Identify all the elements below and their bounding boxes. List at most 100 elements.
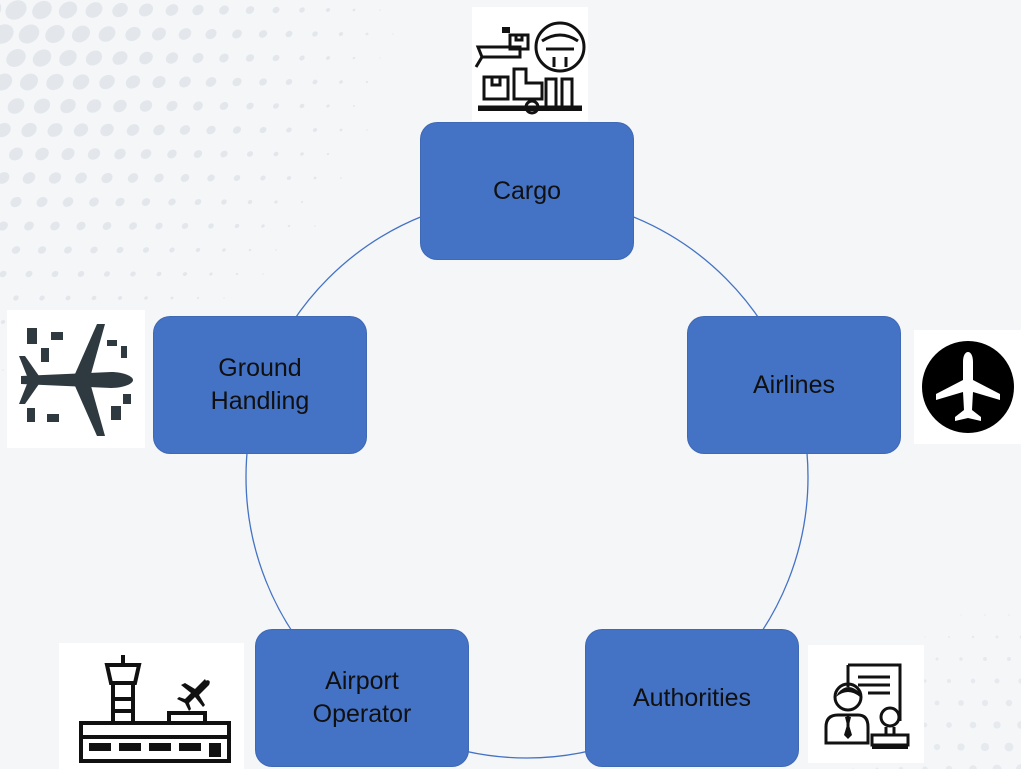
background-dot [223, 297, 225, 299]
background-dot [232, 77, 242, 87]
background-dot [272, 6, 280, 14]
background-dot [21, 122, 37, 138]
background-dot [0, 270, 7, 278]
background-dot [35, 147, 49, 161]
background-dot [220, 150, 228, 158]
background-dot [32, 0, 52, 20]
background-dot [326, 104, 330, 108]
background-dot [195, 247, 201, 253]
node-airport-operator[interactable]: Airport Operator [256, 630, 468, 766]
background-dot [273, 151, 279, 157]
background-dot [116, 246, 124, 254]
background-dot [980, 742, 990, 752]
background-dot [125, 26, 141, 42]
background-dot [99, 74, 115, 90]
background-dot [1018, 678, 1021, 684]
background-dot [0, 221, 8, 231]
background-dot [193, 150, 203, 158]
background-dot [326, 152, 330, 156]
background-dot [366, 129, 368, 131]
background-dot [192, 52, 204, 64]
background-dot [127, 173, 139, 183]
background-dot [970, 678, 976, 684]
background-dot [90, 246, 98, 254]
background-dot [75, 172, 87, 184]
background-dot [169, 247, 175, 253]
background-dot [58, 1, 78, 19]
background-dot [32, 49, 52, 67]
background-dot [165, 4, 179, 16]
aircraft-ground-service-icon [7, 310, 145, 448]
background-dot [993, 721, 1001, 729]
background-dot [10, 196, 22, 208]
background-dot [259, 78, 267, 86]
background-dot [125, 75, 141, 89]
background-dot [196, 296, 200, 300]
background-dot [179, 76, 191, 88]
background-dot [103, 271, 111, 277]
background-dot [0, 122, 11, 138]
background-dot [275, 249, 277, 251]
background-dot [262, 273, 264, 275]
background-dot [59, 49, 77, 67]
background-dot [37, 246, 47, 254]
background-dot [300, 200, 304, 204]
background-dot [221, 199, 227, 205]
background-dot [300, 152, 304, 156]
background-dot [139, 51, 153, 65]
background-dot [205, 28, 217, 40]
node-cargo[interactable]: Cargo [421, 123, 633, 259]
control-tower-terminal-icon [59, 643, 244, 769]
background-dot [1005, 699, 1013, 707]
background-dot [258, 30, 268, 38]
background-dot [139, 100, 153, 112]
background-dot [272, 54, 280, 62]
background-dot [155, 222, 163, 230]
background-dot [222, 248, 226, 252]
background-dot [193, 101, 203, 111]
background-dot [947, 679, 951, 683]
background-dot [245, 6, 255, 14]
background-dot [77, 270, 85, 278]
background-dot [981, 699, 989, 707]
background-dot [325, 8, 331, 12]
background-dot [208, 223, 214, 229]
background-dot [50, 221, 60, 231]
background-dot [379, 9, 381, 11]
background-dot [325, 56, 331, 60]
background-dot [923, 679, 927, 683]
background-dot [33, 98, 51, 114]
node-ground-handling[interactable]: Ground Handling [154, 317, 366, 453]
background-dot [167, 149, 177, 159]
background-dot [46, 73, 64, 91]
background-dot [181, 222, 189, 230]
background-dot [365, 32, 369, 36]
background-dot [1008, 614, 1010, 616]
background-dot [62, 197, 74, 207]
background-dot [312, 31, 318, 37]
background-dot [47, 123, 63, 137]
background-dot [13, 295, 19, 301]
background-dot [232, 126, 242, 134]
background-dot [960, 614, 962, 616]
node-authorities[interactable]: Authorities [586, 630, 798, 766]
node-airlines[interactable]: Airlines [688, 317, 900, 453]
background-dot [233, 174, 241, 182]
background-dot [314, 225, 316, 227]
background-dot [9, 147, 23, 161]
background-dot [112, 51, 128, 65]
background-dot [934, 700, 940, 706]
background-dot [958, 700, 964, 706]
background-dot [992, 764, 1002, 769]
background-dot [102, 221, 112, 231]
background-dot [338, 32, 344, 36]
background-dot [379, 57, 381, 59]
background-dot [209, 272, 213, 276]
background-dot [299, 7, 305, 13]
background-dot [246, 102, 254, 110]
background-dot [153, 124, 165, 136]
background-dot [259, 126, 267, 134]
background-dot [234, 223, 240, 229]
background-dot [312, 128, 318, 132]
background-dot [205, 77, 217, 87]
